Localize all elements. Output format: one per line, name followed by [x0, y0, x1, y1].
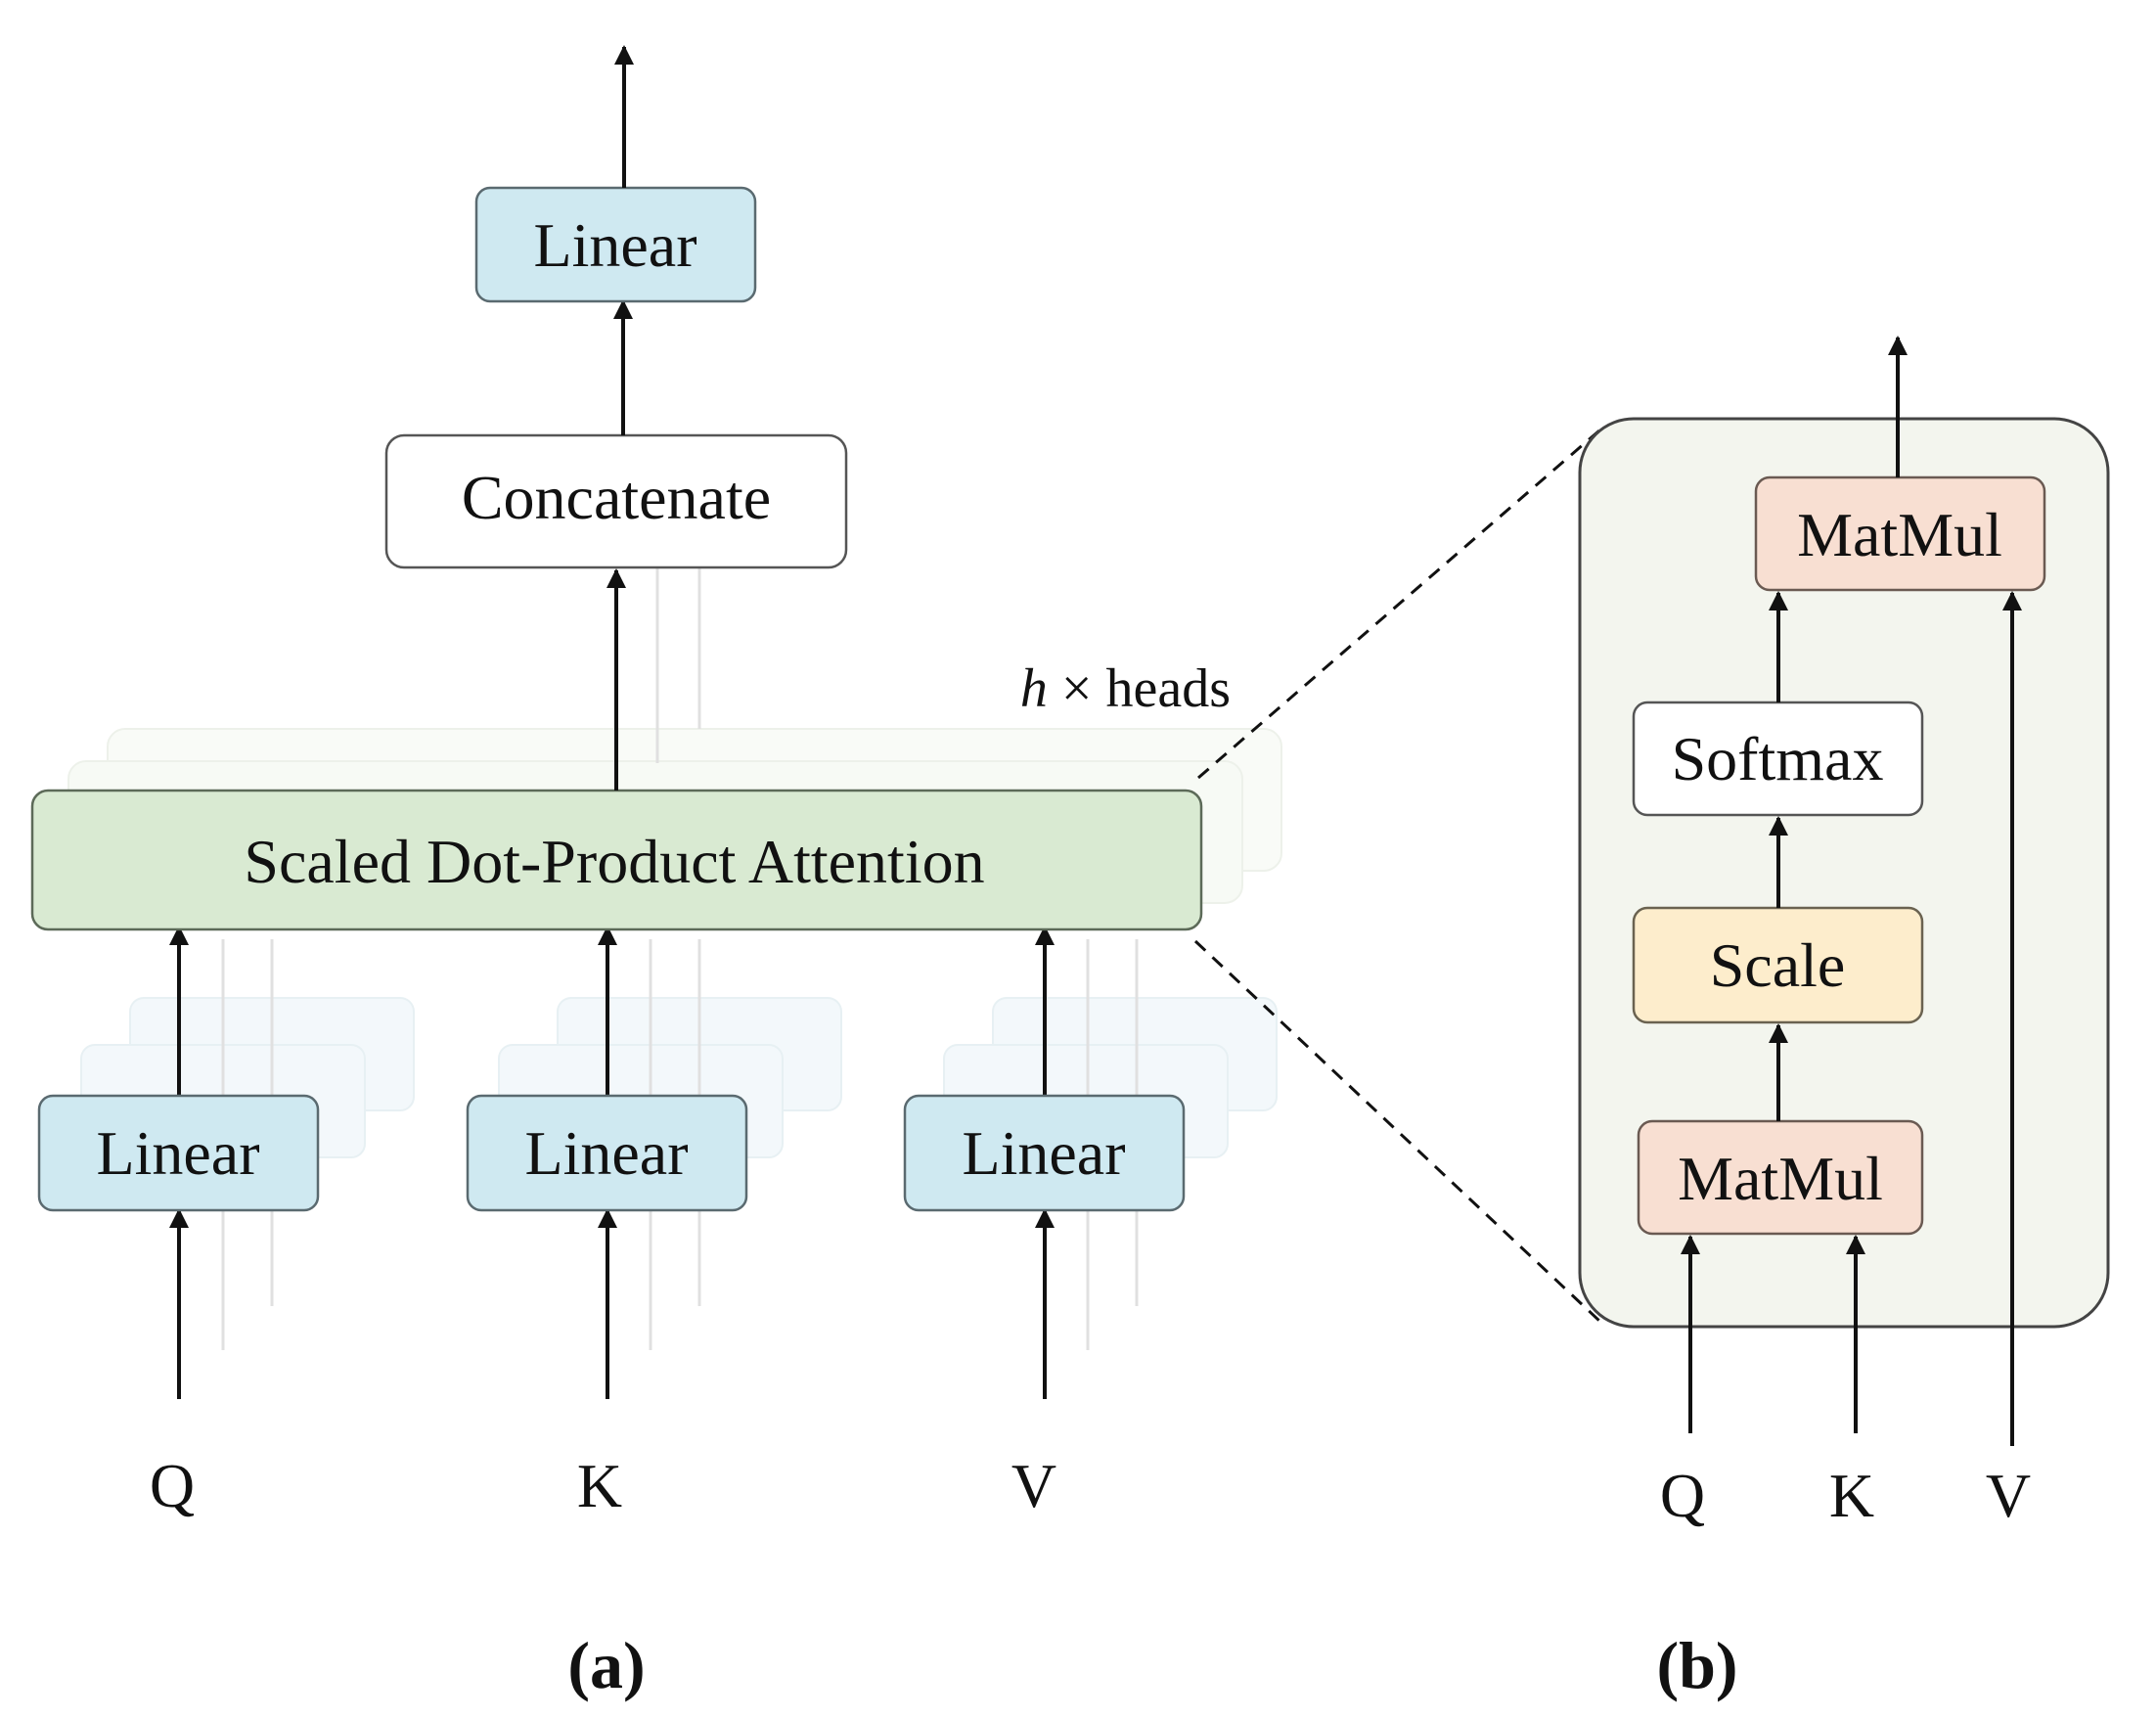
matmul-top-box: MatMul: [1754, 475, 2046, 592]
matmul-top-label: MatMul: [1797, 500, 2002, 569]
linear-v-box: Linear: [903, 1094, 1186, 1212]
panel-b-input-k-label: K: [1829, 1461, 1874, 1530]
linear-q-label: Linear: [97, 1118, 260, 1188]
attention-box: Scaled Dot-Product Attention: [30, 789, 1203, 931]
input-k-label: K: [577, 1451, 622, 1520]
linear-k-label: Linear: [525, 1118, 689, 1188]
panel-b-input-q-label: Q: [1660, 1461, 1705, 1530]
scale-label: Scale: [1710, 930, 1846, 1000]
output-linear-box: Linear: [474, 186, 757, 303]
input-v-label: V: [1011, 1451, 1056, 1520]
input-q-label: Q: [150, 1451, 195, 1520]
output-linear-label: Linear: [534, 210, 697, 280]
attention-label: Scaled Dot-Product Attention: [244, 827, 984, 896]
linear-v-label: Linear: [963, 1118, 1126, 1188]
panel-a: Q K V Linear Linear Linear Scaled D: [30, 45, 1282, 1702]
softmax-box: Softmax: [1632, 701, 1924, 817]
heads-label: h × heads: [1020, 658, 1231, 719]
input-arrows: [169, 926, 1055, 1399]
scale-box: Scale: [1632, 906, 1924, 1024]
panel-b-background: [1578, 417, 2110, 1329]
heads-rest: × heads: [1061, 658, 1231, 719]
panel-b-input-v-label: V: [1986, 1461, 2031, 1530]
concatenate-box: Concatenate: [384, 433, 848, 569]
matmul-bottom-box: MatMul: [1637, 1119, 1924, 1236]
zoom-lines: [1193, 429, 1601, 1323]
linear-k-box: Linear: [466, 1094, 748, 1212]
panel-b: MatMul Scale Softmax MatMul Q: [1578, 336, 2110, 1702]
caption-b: (b): [1656, 1628, 1737, 1702]
heads-var: h: [1020, 658, 1048, 719]
linear-q-box: Linear: [37, 1094, 320, 1212]
matmul-bottom-label: MatMul: [1678, 1144, 1883, 1213]
caption-a: (a): [567, 1628, 645, 1702]
softmax-label: Softmax: [1672, 724, 1884, 793]
panel-b-arrows: [1681, 336, 2022, 1446]
concatenate-label: Concatenate: [462, 463, 771, 532]
